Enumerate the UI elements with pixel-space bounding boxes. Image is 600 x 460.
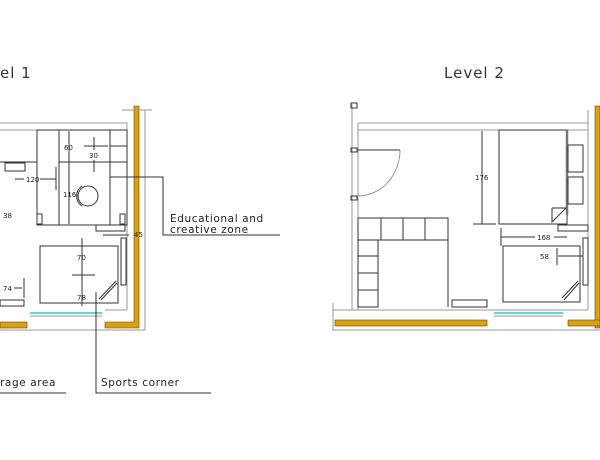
- dimension-label: 116: [63, 191, 77, 199]
- bed: [39, 237, 127, 304]
- exterior-wall: [0, 321, 28, 329]
- exterior-wall: [594, 105, 600, 329]
- dimension-lines: [473, 131, 567, 246]
- educational-zone-label: creative zone: [170, 224, 249, 236]
- dimension-lines: [556, 248, 583, 265]
- storage-area-label: rage area: [0, 377, 56, 389]
- level-1-plan: el 1: [0, 64, 280, 394]
- bed: [502, 237, 589, 303]
- dimension-label: 70: [77, 254, 86, 262]
- dimension-label: 58: [540, 253, 549, 261]
- level-2-title: Level 2: [444, 64, 505, 82]
- door: [350, 102, 401, 201]
- level-1-title: el 1: [0, 64, 32, 82]
- bench: [0, 299, 25, 307]
- leader-line: [95, 292, 211, 394]
- dimension-lines: [14, 238, 95, 306]
- dimension-lines: [15, 131, 129, 236]
- level-2-plan: Level 2: [332, 64, 600, 331]
- exterior-wall: [567, 319, 600, 327]
- chair: [77, 185, 99, 207]
- loft-bed: [498, 129, 589, 232]
- dimension-label: 168: [537, 234, 550, 242]
- dimension-label: 74: [3, 285, 12, 293]
- exterior-wall: [104, 105, 140, 329]
- dimension-label: 30: [89, 152, 98, 160]
- dimension-label: 60: [64, 144, 73, 152]
- leader-line: [110, 176, 280, 236]
- room-outline: [333, 104, 589, 311]
- exterior-wall: [334, 319, 488, 327]
- dimension-label: 78: [77, 294, 86, 302]
- dimension-label: 176: [475, 174, 489, 182]
- dimension-label: 38: [3, 212, 12, 220]
- wardrobe: [357, 217, 488, 308]
- dimension-label: 45: [134, 231, 143, 239]
- educational-zone-label: Educational and: [170, 213, 264, 225]
- dimension-label: 120: [26, 176, 39, 184]
- sports-corner-label: Sports corner: [101, 377, 180, 389]
